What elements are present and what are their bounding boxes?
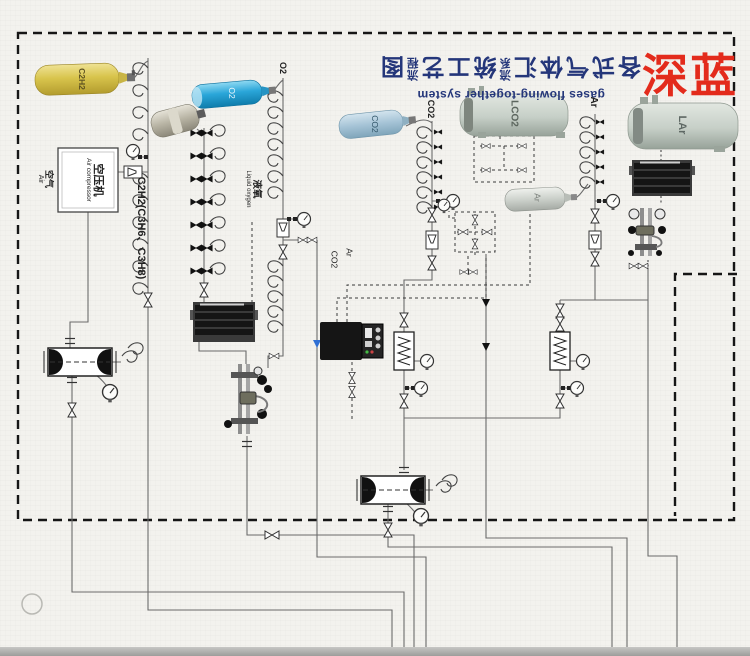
lar-tank <box>627 95 739 152</box>
liquid-oxygen-label-cn: 液氧 <box>251 179 262 199</box>
watermark-text: 深蓝 <box>642 51 738 102</box>
liquid-oxygen-label: 液氧 Liquid oxygen <box>241 163 262 215</box>
gas-buffer-tank <box>356 475 430 505</box>
flow-arrow-2 <box>482 343 490 351</box>
liquid-o2-vaporizer <box>190 302 258 342</box>
ar-cylinder-label: Ar <box>532 193 543 202</box>
cryo-dotted-lines <box>647 150 662 268</box>
c2h2-cylinder <box>34 62 136 96</box>
lar-tank-label: LAr <box>676 115 688 135</box>
diagram-border <box>16 31 737 522</box>
liquid-oxygen-label-en: Liquid oxygen <box>245 170 252 208</box>
o2-cylinder <box>191 79 277 109</box>
air-compressor-box <box>57 147 119 213</box>
title-chinese: 各式气体汇流系统工艺流程图 <box>381 53 641 83</box>
air-buffer-tank <box>43 347 117 377</box>
ar-heat-exchanger <box>549 331 571 371</box>
flow-arrow-1 <box>482 299 490 307</box>
air-label-cn: 空气 <box>44 169 54 188</box>
flow-arrow-blue <box>313 340 321 348</box>
o2-cylinder-label: O2 <box>227 87 237 99</box>
co2-heat-exchanger <box>393 331 415 371</box>
ar-cylinder <box>504 186 578 212</box>
switch-cluster-box <box>454 211 496 253</box>
title-block: gases flowing-together system 各式气体汇流系统工艺… <box>368 38 654 102</box>
lco2-tank <box>459 86 569 138</box>
co2-cylinder-label: CO2 <box>370 115 380 133</box>
mixer-ar-label: Ar <box>344 248 355 257</box>
c2h2-manifold-label: C2H2(C3H6、C3H8) <box>135 176 147 280</box>
liquid-o2-cylinder <box>150 104 207 138</box>
co2-cylinder <box>338 109 417 139</box>
air-label-en: Air <box>36 174 44 184</box>
page-hole-mark <box>21 593 43 615</box>
air-compressor-label-cn: 空压机 <box>92 163 104 197</box>
lar-vaporizer <box>629 160 695 196</box>
ar-manifold-label: Ar <box>588 96 599 108</box>
air-compressor-label-en: Air compressor <box>85 158 93 202</box>
lco2-tank-label: LCO2 <box>508 100 520 127</box>
gas-mixer <box>320 322 384 360</box>
liquid-o2-regulator <box>224 364 272 434</box>
o2-manifold-label: O2 <box>278 61 288 74</box>
mixer-co2-label: CO2 <box>329 250 340 269</box>
c2h2-cylinder-label: C2H2 <box>77 68 87 90</box>
photo-edge-strip <box>0 647 750 656</box>
air-compressor-label: 空压机 Air compressor <box>73 153 104 207</box>
air-label: 空气 Air <box>29 166 54 192</box>
co2-manifold-label: CO2 <box>426 99 436 119</box>
control-dashed-lines <box>251 136 531 420</box>
lar-regulator <box>628 208 666 256</box>
